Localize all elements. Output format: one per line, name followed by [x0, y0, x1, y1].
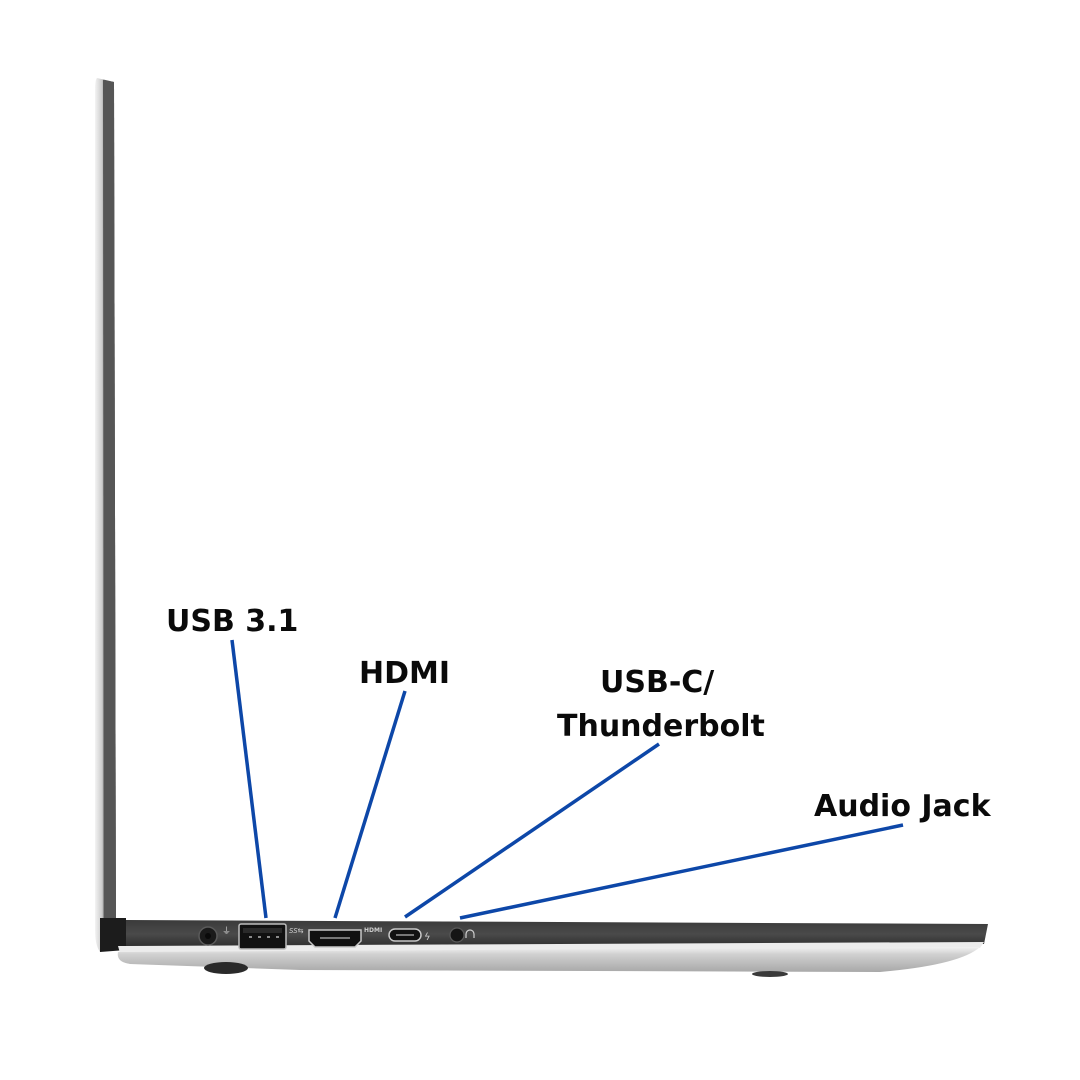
label-thunderbolt-line2: Thunderbolt	[557, 709, 765, 744]
leader-usb31	[230, 639, 268, 919]
label-usb-c-line1: USB-C/	[600, 665, 715, 700]
laptop-base	[100, 918, 988, 977]
power-plug-icon: ⏚	[222, 926, 231, 937]
audio-port	[449, 927, 475, 943]
usb-ss-marking: SS⇆	[289, 927, 304, 935]
hdmi-marking: HDMI	[364, 927, 382, 934]
thunderbolt-icon: ϟ	[424, 932, 431, 943]
label-audio-jack: Audio Jack	[814, 789, 991, 824]
headphone-icon	[465, 929, 475, 938]
usb-a-port: SS⇆	[238, 923, 304, 950]
power-port: ⏚	[198, 926, 231, 946]
label-usb-3-1: USB 3.1	[166, 604, 299, 639]
leader-audio	[459, 823, 904, 920]
leader-usbc	[404, 742, 660, 919]
label-hdmi: HDMI	[359, 656, 451, 691]
leader-hdmi	[333, 690, 407, 919]
usb-c-port: ϟ	[388, 928, 431, 943]
hdmi-port: HDMI	[308, 927, 382, 948]
leader-lines	[230, 639, 904, 920]
laptop-lid	[95, 78, 116, 952]
